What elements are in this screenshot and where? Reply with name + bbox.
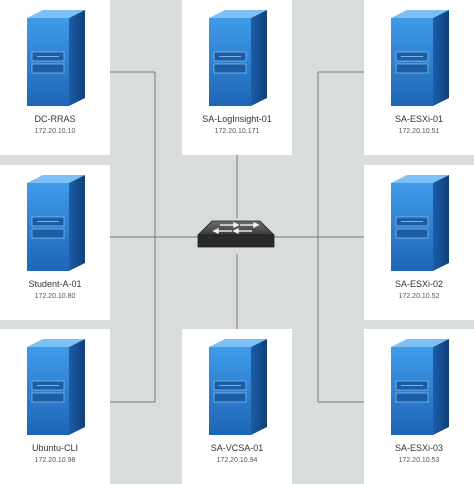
node-ip: 172.20.10.94 (216, 457, 258, 464)
node-card-ubuntu-cli[interactable]: Ubuntu-CLI 172.20.10.98 (0, 329, 110, 484)
node-name: DC-RRAS (34, 114, 76, 124)
node-ip: 172.20.10.52 (398, 293, 440, 300)
node-name: Student-A-01 (28, 279, 82, 289)
server-tower-icon (391, 175, 449, 271)
server-tower-icon (27, 339, 85, 435)
node-name: SA-ESXi-01 (394, 114, 444, 124)
network-switch-icon[interactable] (196, 213, 276, 259)
server-tower-icon (27, 175, 85, 271)
node-name: Ubuntu-CLI (31, 443, 79, 453)
node-name: SA-VCSA-01 (210, 443, 264, 453)
server-tower-icon (209, 339, 267, 435)
node-card-sa-esxi-02[interactable]: SA-ESXi-02 172.20.10.52 (364, 165, 474, 320)
node-card-sa-vcsa-01[interactable]: SA-VCSA-01 172.20.10.94 (182, 329, 292, 484)
server-tower-icon (391, 10, 449, 106)
node-ip: 172.20.10.53 (398, 457, 440, 464)
node-card-student-a-01[interactable]: Student-A-01 172.20.10.80 (0, 165, 110, 320)
node-ip: 172.20.10.80 (34, 293, 76, 300)
node-ip: 172.20.10.10 (34, 128, 76, 135)
node-ip: 172.20.10.171 (214, 128, 260, 135)
node-card-dc-rras[interactable]: DC-RRAS 172.20.10.10 (0, 0, 110, 155)
node-name: SA-LogInsight-01 (202, 114, 272, 124)
server-tower-icon (209, 10, 267, 106)
server-tower-icon (27, 10, 85, 106)
node-card-sa-esxi-01[interactable]: SA-ESXi-01 172.20.10.51 (364, 0, 474, 155)
server-tower-icon (391, 339, 449, 435)
node-ip: 172.20.10.98 (34, 457, 76, 464)
node-ip: 172.20.10.51 (398, 128, 440, 135)
node-card-sa-esxi-03[interactable]: SA-ESXi-03 172.20.10.53 (364, 329, 474, 484)
node-name: SA-ESXi-02 (394, 279, 444, 289)
node-name: SA-ESXi-03 (394, 443, 444, 453)
node-card-sa-loginsight-01[interactable]: SA-LogInsight-01 172.20.10.171 (182, 0, 292, 155)
